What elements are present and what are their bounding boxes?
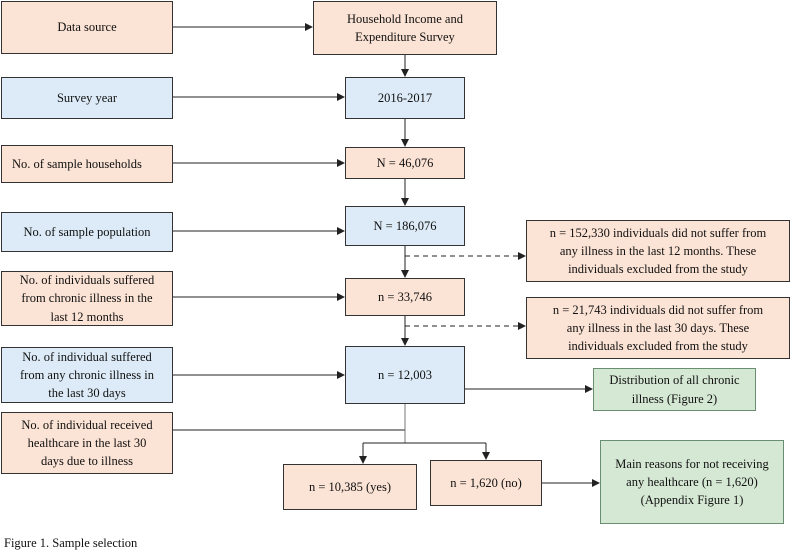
box-survey-year: Survey year	[1, 77, 173, 119]
box-survey-label: Household Income and Expenditure Survey	[347, 11, 463, 44]
box-data-source: Data source	[1, 1, 173, 54]
box-chronic-12m: No. of individuals suffered from chronic…	[1, 271, 173, 326]
box-survey-year-label: Survey year	[56, 90, 118, 105]
box-year: 2016-2017	[345, 77, 465, 119]
box-reasons-label: Main reasons for not receiving any healt…	[615, 456, 769, 508]
box-population-n: N = 186,076	[345, 206, 465, 246]
box-survey: Household Income and Expenditure Survey	[313, 1, 497, 55]
box-exclusion-30d: n = 21,743 individuals did not suffer fr…	[526, 297, 790, 359]
box-chronic-12m-n-label: n = 33,746	[378, 289, 432, 304]
box-sample-households-label: No. of sample households	[12, 156, 142, 171]
box-distribution-label: Distribution of all chronic illness (Fig…	[609, 373, 740, 406]
box-healthcare-no-label: n = 1,620 (no)	[450, 475, 522, 490]
box-population-n-label: N = 186,076	[373, 218, 437, 233]
box-households-n: N = 46,076	[345, 147, 465, 179]
box-exclusion-12m: n = 152,330 individuals did not suffer f…	[526, 220, 790, 282]
box-healthcare-yes: n = 10,385 (yes)	[283, 464, 417, 510]
box-received-care: No. of individual received healthcare in…	[1, 412, 173, 474]
box-exclusion-12m-label: n = 152,330 individuals did not suffer f…	[549, 225, 767, 277]
figure-caption: Figure 1. Sample selection	[4, 536, 138, 550]
box-chronic-30d-n-label: n = 12,003	[378, 367, 432, 382]
box-year-label: 2016-2017	[377, 90, 433, 105]
box-healthcare-yes-label: n = 10,385 (yes)	[308, 479, 392, 494]
box-sample-population-label: No. of sample population	[23, 224, 151, 239]
box-data-source-label: Data source	[57, 20, 117, 35]
box-distribution: Distribution of all chronic illness (Fig…	[593, 368, 756, 411]
box-chronic-12m-label: No. of individuals suffered from chronic…	[19, 273, 155, 324]
box-chronic-30d-n: n = 12,003	[345, 346, 465, 404]
box-received-care-label: No. of individual received healthcare in…	[21, 417, 153, 469]
box-chronic-30d: No. of individual suffered from any chro…	[1, 347, 173, 403]
box-households-n-label: N = 46,076	[376, 155, 434, 170]
box-reasons: Main reasons for not receiving any healt…	[600, 440, 784, 524]
box-healthcare-no: n = 1,620 (no)	[430, 460, 542, 506]
box-exclusion-30d-label: n = 21,743 individuals did not suffer fr…	[552, 302, 764, 354]
box-sample-population: No. of sample population	[1, 212, 173, 252]
box-chronic-12m-n: n = 33,746	[345, 278, 465, 316]
box-sample-households: No. of sample households	[1, 145, 173, 183]
box-chronic-30d-label: No. of individual suffered from any chro…	[20, 349, 154, 401]
